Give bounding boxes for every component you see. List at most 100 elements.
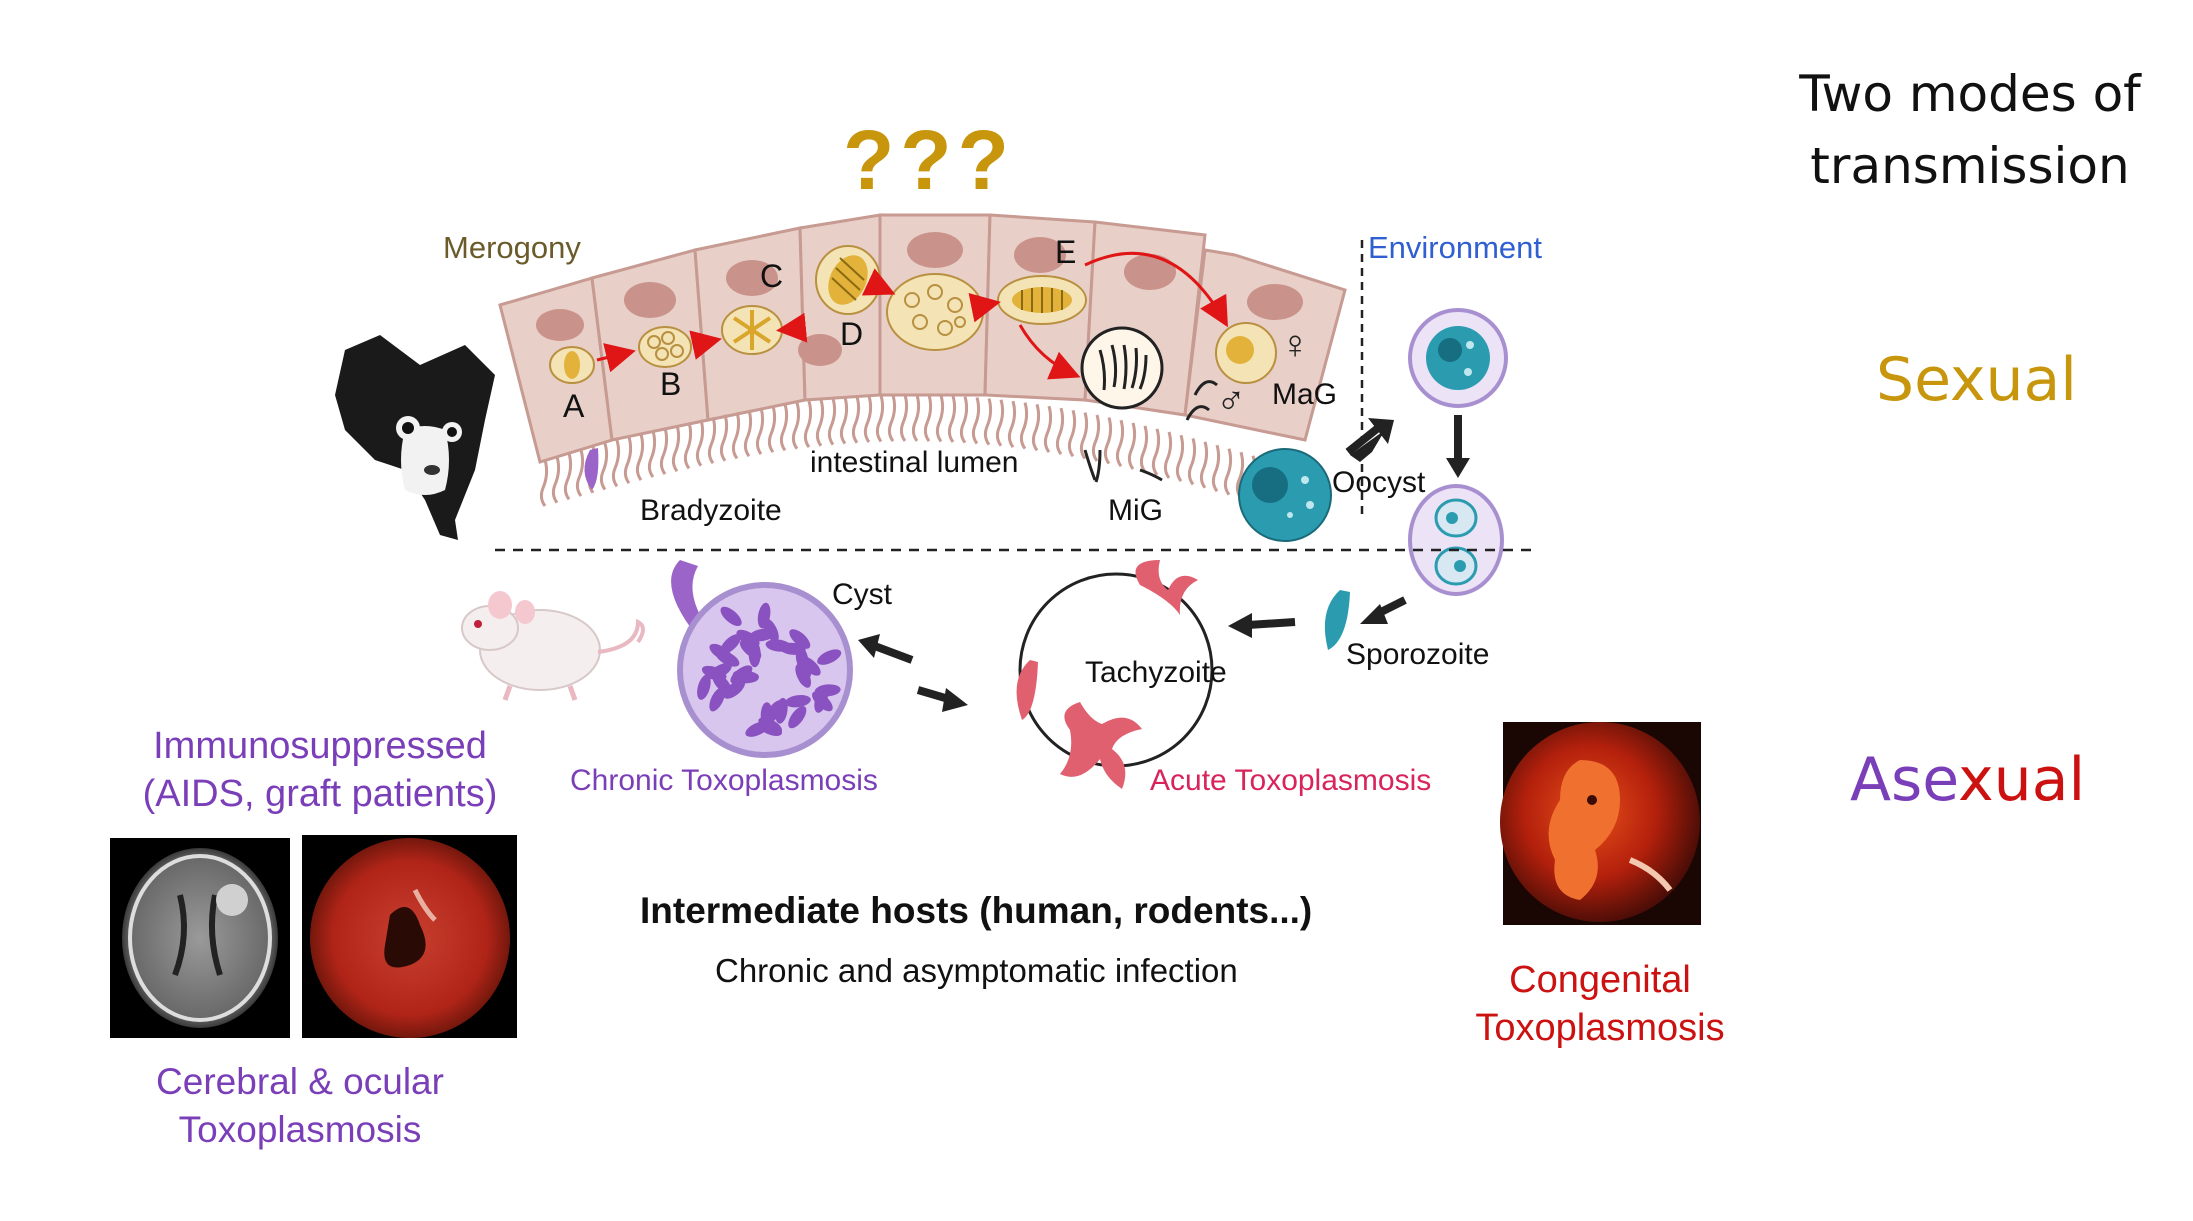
microvillus bbox=[695, 419, 705, 467]
microvillus bbox=[1007, 400, 1017, 449]
congenital-line-1: Congenital bbox=[1509, 959, 1691, 1001]
microvillus bbox=[539, 459, 549, 507]
microvillus bbox=[1019, 402, 1029, 450]
microvillus bbox=[779, 403, 789, 452]
microvillus bbox=[839, 397, 849, 445]
mode-asexual: Asexual bbox=[1850, 746, 2085, 815]
label-stage-d: D bbox=[840, 316, 864, 352]
microvillus bbox=[707, 416, 717, 465]
microvillus bbox=[731, 411, 741, 460]
stage-e-merozoites bbox=[886, 273, 984, 351]
fetus-image bbox=[1500, 722, 1701, 925]
microvillus bbox=[743, 409, 753, 458]
male-symbol: ♂ bbox=[1216, 379, 1246, 423]
cyst-bradyzoite bbox=[730, 665, 753, 684]
microvillus bbox=[1127, 422, 1137, 470]
microvillus bbox=[863, 395, 873, 443]
immuno-line-2: (AIDS, graft patients) bbox=[142, 773, 498, 815]
sporulated-oocyst bbox=[1408, 484, 1504, 596]
cerebral-line-1: Cerebral & ocular bbox=[156, 1061, 444, 1102]
cyst-bradyzoite bbox=[757, 602, 771, 629]
microvillus bbox=[899, 394, 909, 442]
stage-d-parasite bbox=[815, 245, 881, 315]
label-stage-c: C bbox=[760, 258, 784, 294]
cyst-bradyzoite bbox=[715, 650, 740, 667]
microvillus bbox=[1211, 444, 1221, 493]
microvillus bbox=[803, 400, 813, 449]
microvillus bbox=[647, 430, 657, 478]
microvillus bbox=[623, 436, 633, 485]
microvillus bbox=[611, 439, 621, 488]
microvillus bbox=[1199, 441, 1209, 489]
cyst-bradyzoite bbox=[789, 629, 811, 649]
microvillus bbox=[983, 398, 993, 446]
microvillus bbox=[815, 399, 825, 447]
microvillus bbox=[923, 394, 933, 443]
label-environment: Environment bbox=[1368, 230, 1543, 265]
label-cyst: Cyst bbox=[832, 578, 892, 611]
cyst-bradyzoite bbox=[709, 687, 726, 712]
tissue-cyst bbox=[671, 560, 853, 758]
unknown-stage-marks: ??? bbox=[843, 113, 1015, 207]
microvillus bbox=[1091, 414, 1101, 462]
cyst-bradyzoite bbox=[817, 649, 842, 665]
title-line-1: Two modes of bbox=[1799, 65, 2141, 123]
microvillus bbox=[1043, 405, 1053, 454]
mouse-illustration bbox=[461, 591, 645, 701]
microvillus bbox=[659, 427, 669, 475]
cyst-bradyzoite bbox=[736, 629, 760, 647]
cyst-bradyzoite bbox=[720, 606, 742, 627]
mode-sexual: Sexual bbox=[1876, 345, 2077, 415]
cyst-bradyzoite bbox=[749, 628, 776, 642]
microgamont bbox=[1080, 326, 1164, 410]
cyst-bradyzoite bbox=[739, 639, 762, 660]
sporozoite bbox=[1324, 590, 1350, 650]
immunosuppressed-label: Immunosuppressed (AIDS, graft patients) bbox=[120, 722, 520, 818]
female-symbol: ♀ bbox=[1280, 323, 1310, 367]
microvillus bbox=[935, 395, 945, 443]
microvillus bbox=[947, 395, 957, 443]
microvillus bbox=[683, 422, 693, 470]
microgametes bbox=[1083, 380, 1218, 483]
label-bradyzoite: Bradyzoite bbox=[640, 494, 782, 527]
microvillus bbox=[671, 424, 681, 473]
microvillus bbox=[971, 397, 981, 445]
label-chronic: Chronic Toxoplasmosis bbox=[570, 764, 878, 797]
cyst-bradyzoite bbox=[784, 694, 811, 708]
macrogamete bbox=[1215, 322, 1277, 384]
cerebral-ocular-label: Cerebral & ocular Toxoplasmosis bbox=[100, 1058, 500, 1154]
microvillus bbox=[1055, 407, 1065, 456]
microvillus bbox=[635, 433, 645, 481]
label-oocyst: Oocyst bbox=[1332, 466, 1426, 499]
intermediate-hosts-heading: Intermediate hosts (human, rodents...) bbox=[640, 890, 1313, 931]
microvillus bbox=[791, 402, 801, 450]
microvillus bbox=[1139, 425, 1149, 473]
mode-asexual-part2: xual bbox=[1958, 745, 2086, 815]
microvillus bbox=[851, 396, 861, 444]
congenital-line-2: Toxoplasmosis bbox=[1475, 1007, 1725, 1049]
microvillus bbox=[1175, 434, 1185, 483]
cerebral-line-2: Toxoplasmosis bbox=[178, 1109, 422, 1150]
microvillus bbox=[1163, 431, 1173, 479]
microvillus bbox=[551, 456, 561, 504]
label-mig: MiG bbox=[1108, 494, 1163, 527]
cyst-bradyzoite bbox=[788, 706, 807, 729]
stage-a-parasite bbox=[549, 346, 595, 384]
microvillus bbox=[563, 452, 573, 501]
microvillus bbox=[1187, 438, 1197, 486]
label-mag: MaG bbox=[1272, 378, 1338, 411]
bradyzoite-in-cell bbox=[584, 448, 599, 490]
microvillus bbox=[1103, 417, 1113, 465]
cyst-bradyzoite bbox=[812, 691, 833, 712]
cyst-bradyzoite bbox=[765, 700, 783, 723]
microvillus bbox=[959, 396, 969, 444]
microvillus bbox=[995, 399, 1005, 447]
microvillus bbox=[755, 407, 765, 455]
cyst-bradyzoite bbox=[697, 674, 711, 700]
immuno-line-1: Immunosuppressed bbox=[153, 725, 487, 767]
stage-b-parasite bbox=[638, 326, 692, 368]
brain-mri-image bbox=[110, 838, 290, 1038]
label-intestinal-lumen: intestinal lumen bbox=[810, 446, 1019, 479]
diagram-title: Two modes of transmission bbox=[1760, 58, 2180, 202]
